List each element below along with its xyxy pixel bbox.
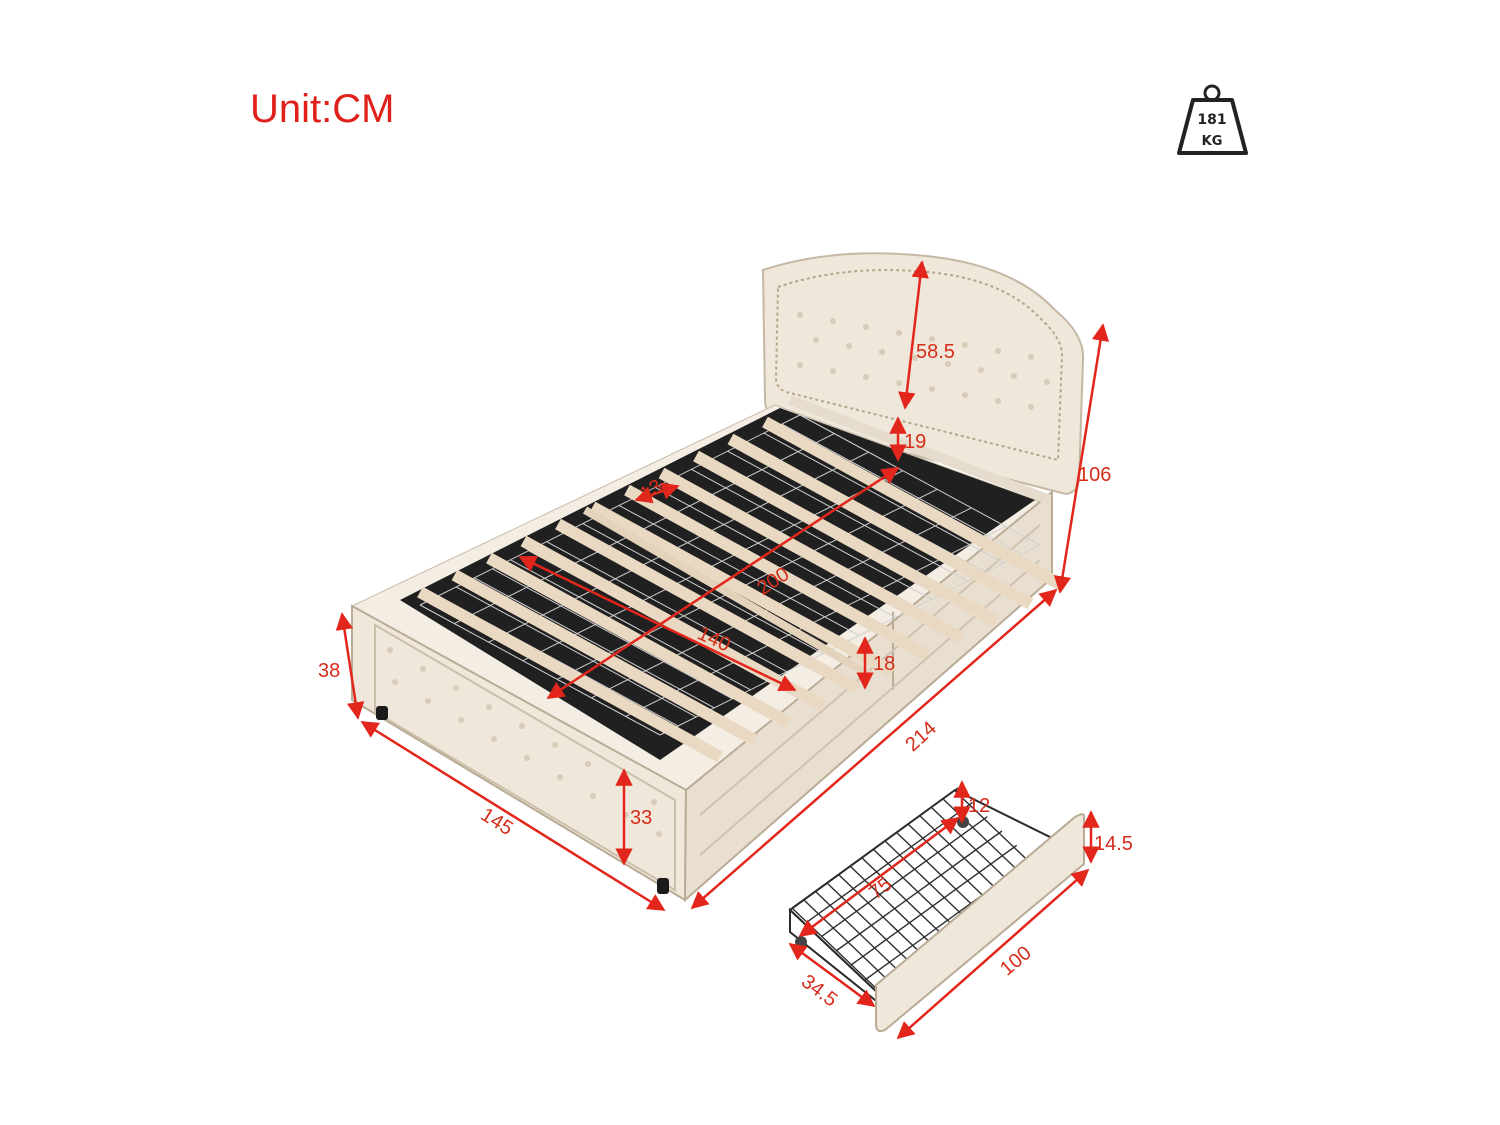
dim-headboard-height: 58.5	[916, 341, 955, 363]
tuft	[962, 342, 968, 348]
tuft	[978, 367, 984, 373]
tuft	[830, 318, 836, 324]
dim-drawer-height: 14.5	[1094, 833, 1133, 855]
tuft	[651, 799, 657, 805]
tuft	[491, 736, 497, 742]
dim-drawer-inner-height: 12	[968, 795, 990, 817]
tuft	[929, 386, 935, 392]
tuft	[879, 349, 885, 355]
dim-bed-width: 145	[477, 804, 517, 840]
tuft	[519, 723, 525, 729]
weight-unit: KG	[1202, 134, 1223, 149]
tuft	[453, 685, 459, 691]
tuft	[486, 704, 492, 710]
tuft	[830, 368, 836, 374]
tuft	[995, 348, 1001, 354]
tuft	[458, 717, 464, 723]
tuft	[863, 374, 869, 380]
tuft	[585, 761, 591, 767]
tuft	[420, 666, 426, 672]
dim-line-bed-width	[360, 720, 666, 912]
tuft	[425, 698, 431, 704]
tuft	[813, 337, 819, 343]
tuft	[552, 742, 558, 748]
dim-line-headboard-height	[898, 260, 929, 410]
dim-line-total-height	[1053, 323, 1110, 594]
tuft	[863, 324, 869, 330]
dim-line-bed-height	[335, 612, 365, 720]
tuft	[929, 336, 935, 342]
tuft	[896, 330, 902, 336]
dim-line-bed-length	[690, 588, 1058, 910]
tuft	[995, 398, 1001, 404]
tuft	[896, 380, 902, 386]
dim-rail-height: 18	[873, 653, 895, 675]
tuft	[1044, 379, 1050, 385]
mesh-line	[781, 423, 1023, 555]
dim-bed-length: 214	[901, 717, 941, 756]
tuft	[962, 392, 968, 398]
weight-value: 181	[1197, 112, 1226, 128]
unit-label: Unit:CM	[250, 87, 395, 131]
tuft	[392, 679, 398, 685]
tuft	[846, 343, 852, 349]
tuft	[1028, 354, 1034, 360]
weight-badge: 181 KG	[1177, 84, 1248, 155]
dim-headboard-gap: 19	[904, 431, 926, 453]
tuft	[524, 755, 530, 761]
weight-icon	[1177, 84, 1248, 155]
dim-bed-height: 38	[318, 660, 340, 682]
tuft	[797, 362, 803, 368]
dim-drawer-front-height: 33	[630, 807, 652, 829]
dim-line-drawer-inner-length	[798, 816, 960, 938]
mesh-line	[799, 414, 1041, 546]
dimension-lines	[335, 260, 1110, 1040]
tuft	[656, 831, 662, 837]
tuft	[557, 774, 563, 780]
tuft	[1011, 373, 1017, 379]
headboard-tufts	[797, 312, 1050, 410]
dim-total-height: 106	[1078, 464, 1111, 486]
dim-line-drawer-length	[896, 868, 1090, 1040]
tuft	[590, 793, 596, 799]
dim-line-drawer-width	[788, 942, 876, 1008]
tuft	[797, 312, 803, 318]
dim-drawer-length: 100	[996, 942, 1036, 980]
tuft	[387, 647, 393, 653]
slat	[762, 416, 1068, 593]
tuft	[1028, 404, 1034, 410]
tuft	[945, 361, 951, 367]
